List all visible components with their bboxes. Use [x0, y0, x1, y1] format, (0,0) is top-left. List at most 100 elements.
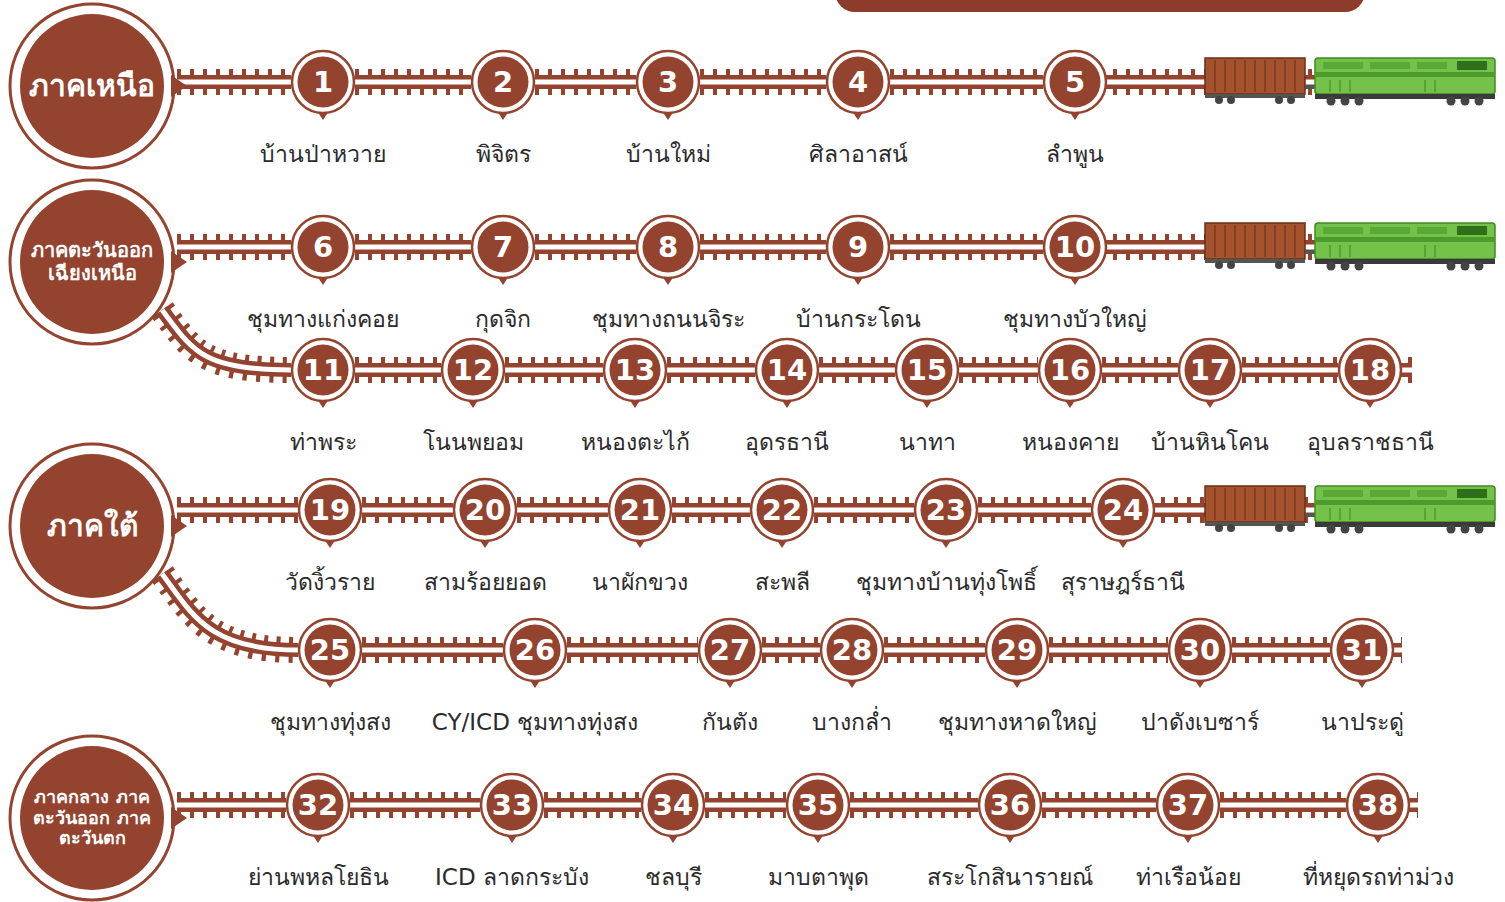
station-name: กันตัง [702, 704, 758, 740]
rail-track [544, 805, 641, 806]
rail-track [890, 247, 1043, 248]
rail-track [177, 805, 286, 806]
rail-track [1220, 805, 1346, 806]
station-marker: 5ลำพูน [1043, 50, 1107, 114]
rail-track [350, 805, 480, 806]
station-number: 16 [1038, 338, 1102, 402]
station-number: 23 [914, 478, 978, 542]
station-number: 31 [1330, 618, 1394, 682]
station-name: กุดจิก [475, 301, 531, 337]
station-number: 8 [636, 215, 700, 279]
station-marker: 8ชุมทางถนนจิระ [636, 215, 700, 279]
station-marker: 36สระโกสินารายณ์ [978, 773, 1042, 837]
station-name: สามร้อยยอด [424, 564, 547, 600]
station-marker: 14อุดรธานี [755, 338, 819, 402]
station-name: นาผักขวง [592, 564, 688, 600]
station-marker: 37ท่าเรือน้อย [1156, 773, 1220, 837]
station-name: ย่านพหลโยธิน [248, 859, 389, 895]
station-number: 2 [471, 50, 535, 114]
rail-track [884, 650, 985, 651]
station-marker: 32ย่านพหลโยธิน [286, 773, 350, 837]
station-name: บ้านหินโคน [1151, 424, 1269, 460]
station-marker: 4ศิลาอาสน์ [826, 50, 890, 114]
station-marker: 20สามร้อยยอด [453, 478, 517, 542]
station-number: 5 [1043, 50, 1107, 114]
station-number: 24 [1091, 478, 1155, 542]
station-name: หนองคาย [1022, 424, 1119, 460]
station-name: อุดรธานี [745, 424, 829, 460]
station-marker: 19วัดงิ้วราย [298, 478, 362, 542]
station-number: 34 [641, 773, 705, 837]
rail-track [162, 574, 298, 650]
station-number: 37 [1156, 773, 1220, 837]
freight-train [1205, 58, 1495, 106]
station-name: อุบลราชธานี [1307, 424, 1434, 460]
rail-track [1102, 370, 1178, 371]
station-number: 11 [291, 338, 355, 402]
rail-track [362, 510, 453, 511]
station-name: หนองตะไก้ [581, 424, 690, 460]
rail-track [535, 247, 636, 248]
rail-track [814, 510, 914, 511]
station-name: วัดงิ้วราย [285, 564, 375, 600]
station-number: 15 [895, 338, 959, 402]
station-marker: 23ชุมทางบ้านทุ่งโพธิ์ [914, 478, 978, 542]
station-marker: 34ชลบุรี [641, 773, 705, 837]
station-number: 26 [503, 618, 567, 682]
station-name: ชุมทางบัวใหญ่ [1003, 301, 1147, 337]
station-marker: 21นาผักขวง [608, 478, 672, 542]
station-marker: 24สุราษฎร์ธานี [1091, 478, 1155, 542]
station-number: 30 [1168, 618, 1232, 682]
station-marker: 6ชุมทางแก่งคอย [291, 215, 355, 279]
rail-track [362, 650, 503, 651]
station-name: สะพลี [755, 564, 810, 600]
rail-track [567, 650, 698, 651]
region-name: ภาคกลาง ภาคตะวันออก ภาคตะวันตก [23, 787, 161, 849]
station-name: นาทา [899, 424, 956, 460]
station-name: สุราษฎร์ธานี [1061, 564, 1185, 600]
station-number: 21 [608, 478, 672, 542]
station-marker: 27กันตัง [698, 618, 762, 682]
station-name: ชลบุรี [645, 859, 702, 895]
station-name: นาประดู่ [1321, 704, 1404, 740]
top-banner [835, 0, 1365, 12]
station-number: 12 [441, 338, 505, 402]
region-circle: ภาคตะวันออก เฉียงเหนือ [7, 177, 177, 347]
station-name: ชุมทางหาดใหญ่ [938, 704, 1097, 740]
station-marker: 7กุดจิก [471, 215, 535, 279]
station-number: 4 [826, 50, 890, 114]
station-name: บ้านใหม่ [626, 136, 711, 172]
station-name: ชุมทางบ้านทุ่งโพธิ์ [856, 564, 1037, 600]
station-name: สระโกสินารายณ์ [927, 859, 1093, 895]
station-name: ชุมทางทุ่งสง [270, 704, 391, 740]
station-number: 14 [755, 338, 819, 402]
station-number: 6 [291, 215, 355, 279]
station-marker: 18อุบลราชธานี [1338, 338, 1402, 402]
station-name: ลำพูน [1046, 136, 1104, 172]
region-circle: ภาคใต้ [7, 441, 177, 611]
station-marker: 30ปาดังเบซาร์ [1168, 618, 1232, 682]
station-name: ท่าพระ [290, 424, 357, 460]
station-name: โนนพยอม [423, 424, 524, 460]
rail-track [535, 82, 636, 83]
station-name: พิจิตร [476, 136, 531, 172]
station-name: บางกล่ำ [812, 704, 892, 740]
rail-track [700, 247, 826, 248]
station-marker: 1บ้านป่าหวาย [291, 50, 355, 114]
station-marker: 22สะพลี [750, 478, 814, 542]
station-marker: 12โนนพยอม [441, 338, 505, 402]
station-number: 22 [750, 478, 814, 542]
station-marker: 31นาประดู่ [1330, 618, 1394, 682]
station-number: 36 [978, 773, 1042, 837]
station-number: 25 [298, 618, 362, 682]
station-name: บ้านกระโดน [796, 301, 921, 337]
track-stub [1100, 82, 1495, 805]
station-name: ศิลาอาสน์ [809, 136, 908, 172]
station-marker: 2พิจิตร [471, 50, 535, 114]
rail-track [1232, 650, 1330, 651]
rail-track [762, 650, 820, 651]
rail-track [517, 510, 608, 511]
rail-track [1042, 805, 1156, 806]
rail-track [1049, 650, 1168, 651]
